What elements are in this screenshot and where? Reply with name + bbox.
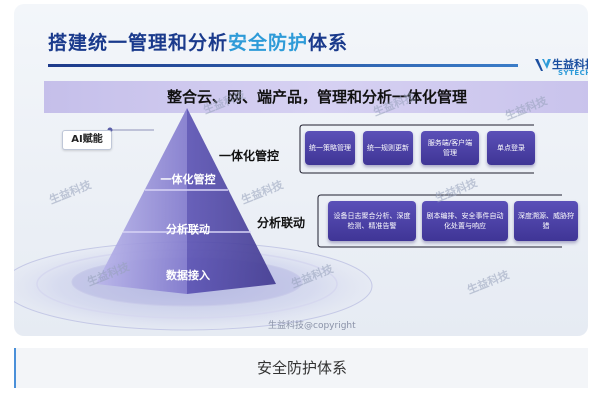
logo-mark-icon [535,59,551,71]
pyramid-right-face [187,108,276,294]
capability-box: 单点登录 [487,131,535,165]
capability-box: 统一策略管理 [305,131,355,165]
pyramid-top-label: 一体化管控 [160,173,216,186]
ai-label: AI赋能 [62,130,112,150]
bracket-group-2 [317,194,562,248]
bracket-group-1 [299,124,534,174]
image-caption-bar: 安全防护体系 [14,348,588,388]
slide-title: 搭建统一管理和分析安全防护体系 [48,32,349,54]
image-caption: 安全防护体系 [256,359,347,377]
group-label-management: 一体化管控 [219,149,280,163]
capability-box: 深度溯源、威胁狩猎 [514,201,578,241]
capability-box: 统一规则更新 [363,131,413,165]
logo-sub: SYTECH [558,69,588,77]
banner-text: 整合云、网、端产品，管理和分析一体化管理 [166,88,467,106]
pyramid-bottom-label: 数据接入 [166,269,210,282]
capability-box: 剧本编排、安全事件自动化处置与响应 [422,201,508,241]
copyright-text: 生益科技@copyright [268,321,356,331]
diagram-graphics [14,108,562,331]
title-underline [48,64,518,67]
company-logo: 生益科技 SYTECH [534,56,588,78]
title-highlight: 安全防护 [228,32,309,54]
capability-box: 服务端/客户端管理 [421,131,479,165]
pyramid-middle-label: 分析联动 [166,223,210,236]
logo-brand: 生益科技 [552,58,588,71]
capability-box: 设备日志聚合分析、深度检测、精准告警 [328,201,416,241]
slide-image: 搭建统一管理和分析安全防护体系 生益科技 SYTECH 整合云、网、端产品，管理… [14,4,588,336]
group-label-analysis: 分析联动 [257,216,306,230]
pyramid-left-face [96,108,187,294]
banner: 整合云、网、端产品，管理和分析一体化管理 [44,81,588,113]
